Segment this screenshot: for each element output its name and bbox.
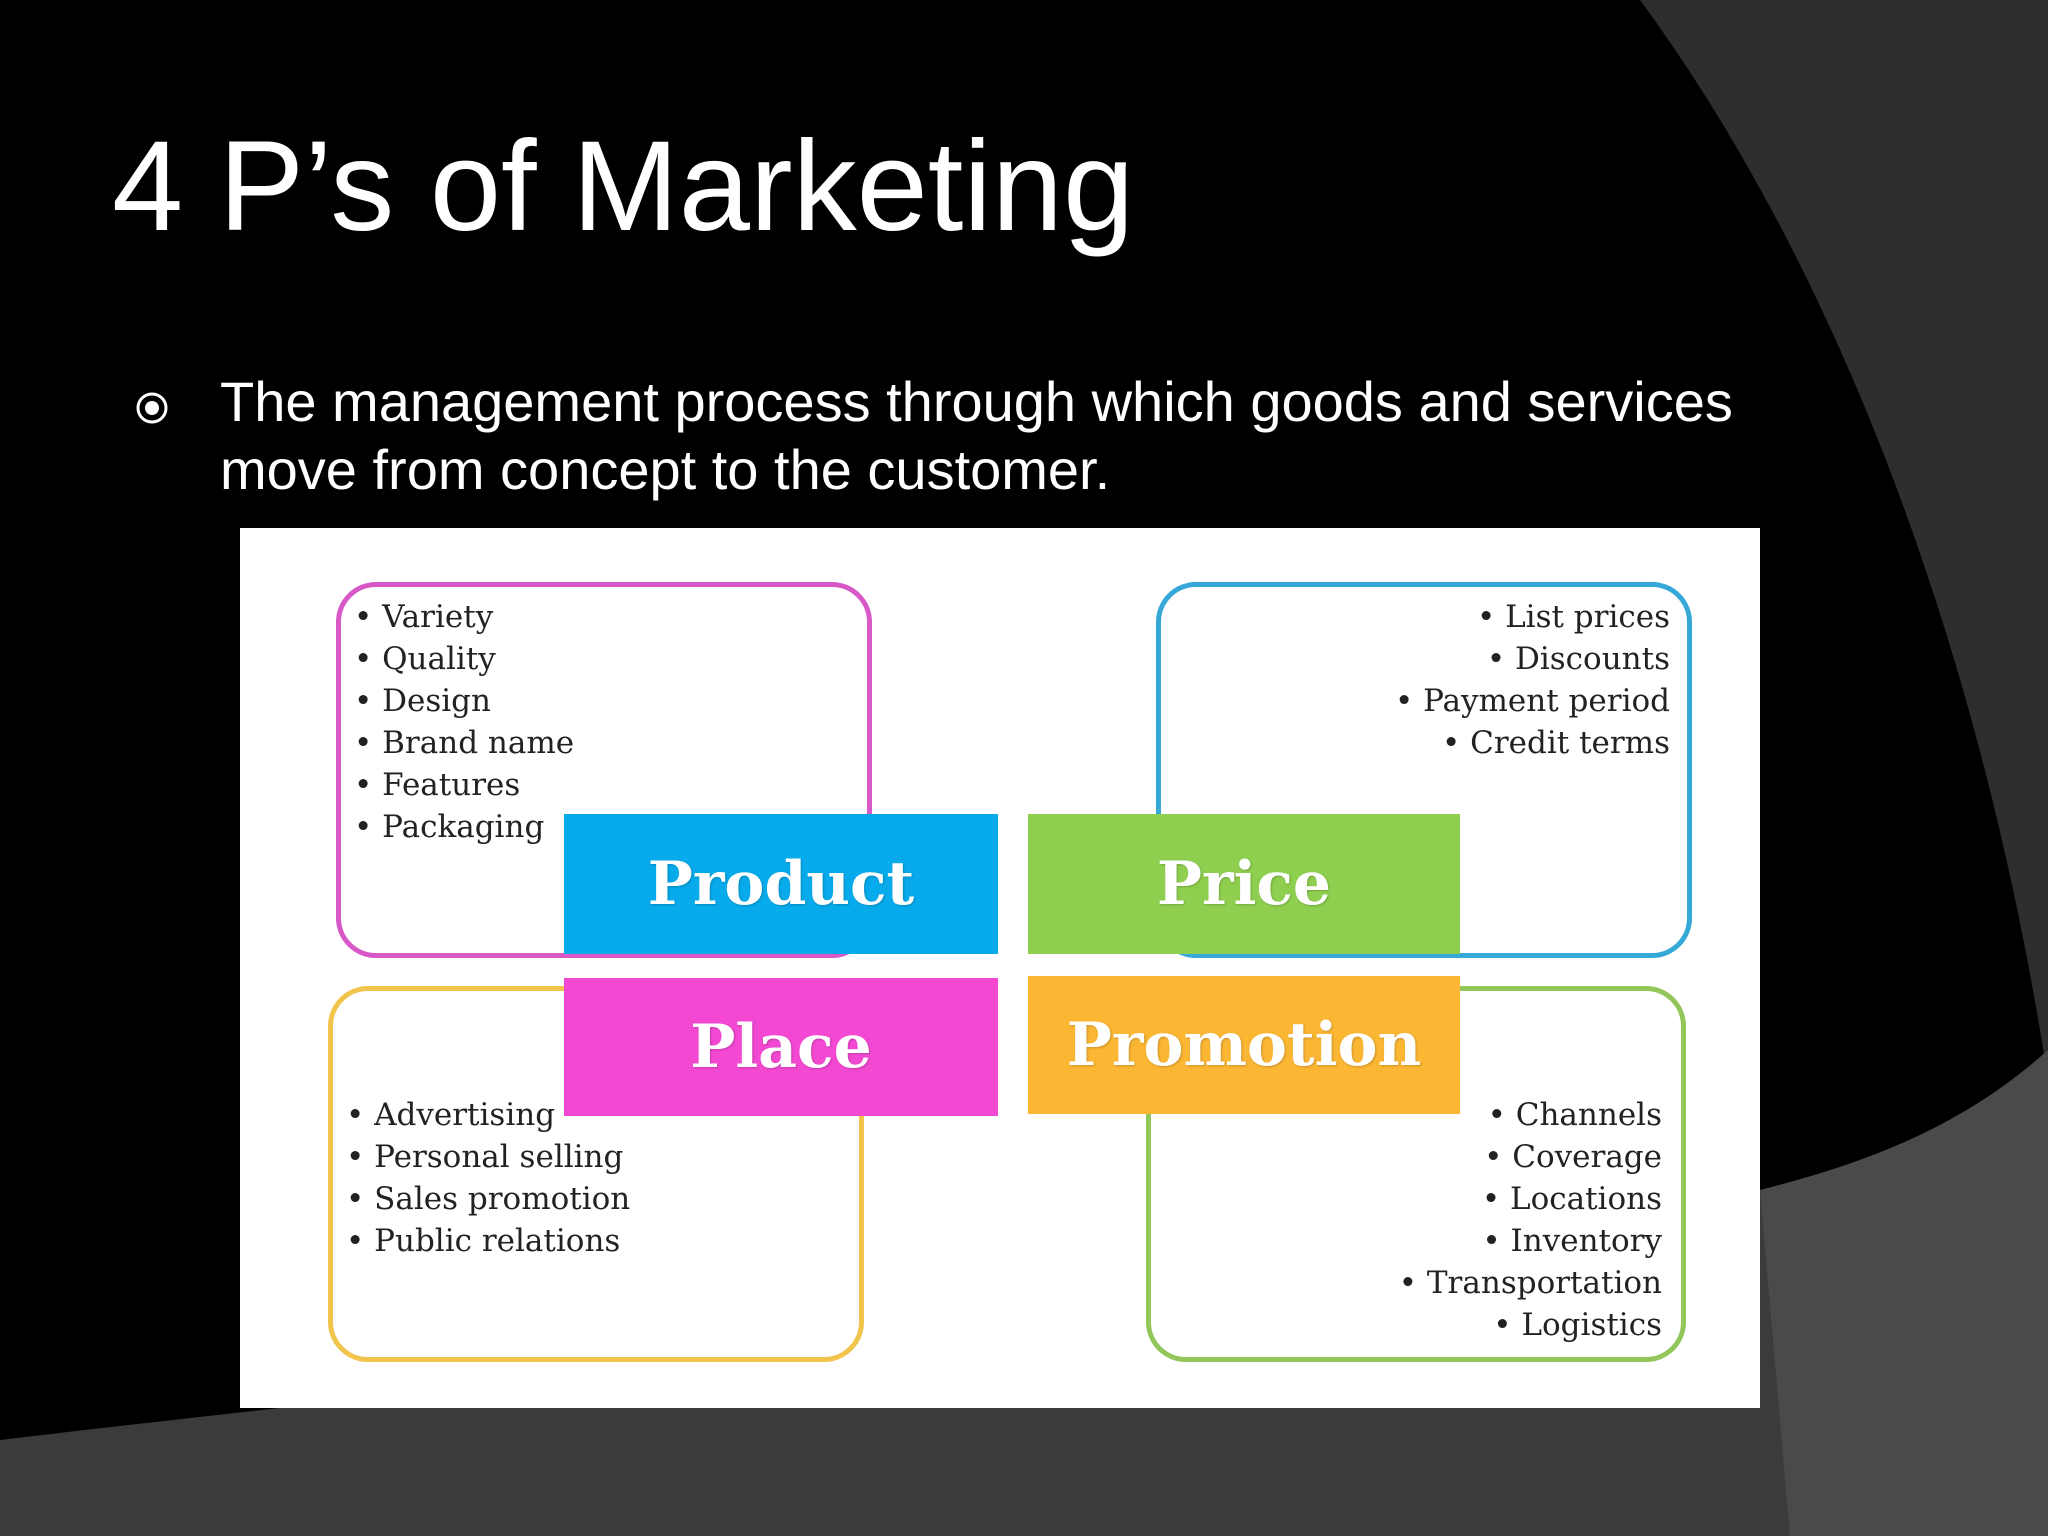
list-item: Personal selling — [346, 1136, 630, 1178]
place-tile: Place — [564, 978, 998, 1116]
list-item: Advertising — [346, 1094, 630, 1136]
list-item: Credit terms — [1395, 722, 1670, 764]
price-tile: Price — [1028, 814, 1460, 954]
place-item-list: ChannelsCoverageLocationsInventoryTransp… — [1399, 1094, 1662, 1346]
list-item: Channels — [1399, 1094, 1662, 1136]
list-item: Inventory — [1399, 1220, 1663, 1262]
list-item: Brand name — [354, 722, 574, 764]
list-item: Design — [354, 680, 574, 722]
list-item: Discounts — [1395, 638, 1670, 680]
list-item: Features — [354, 764, 574, 806]
list-item: Locations — [1399, 1178, 1662, 1220]
bullet-item: The management process through which goo… — [134, 368, 1834, 504]
circle-bullet-icon — [136, 392, 168, 424]
background-swoosh-corner — [1760, 1050, 2048, 1536]
product-tile: Product — [564, 814, 998, 954]
promotion-item-list: AdvertisingPersonal sellingSales promoti… — [346, 1094, 630, 1262]
list-item: Variety — [354, 596, 574, 638]
price-frame — [1156, 582, 1692, 958]
background-swoosh-bottom — [0, 1080, 2048, 1536]
product-item-list: VarietyQualityDesignBrand nameFeaturesPa… — [354, 596, 574, 848]
four-ps-diagram: VarietyQualityDesignBrand nameFeaturesPa… — [240, 528, 1760, 1408]
list-item: Packaging — [354, 806, 574, 848]
product-frame — [336, 582, 872, 958]
list-item: Logistics — [1399, 1304, 1662, 1346]
bullet-text: The management process through which goo… — [220, 370, 1733, 501]
background-swoosh-right — [1640, 0, 2048, 1080]
list-item: Sales promotion — [346, 1178, 630, 1220]
list-item: Transportation — [1399, 1262, 1662, 1304]
list-item: Quality — [354, 638, 574, 680]
list-item: Payment period — [1395, 680, 1670, 722]
list-item: Public relations — [346, 1220, 630, 1262]
price-item-list: List pricesDiscountsPayment periodCredit… — [1395, 596, 1670, 764]
promotion-tile: Promotion — [1028, 976, 1460, 1114]
list-item: Coverage — [1399, 1136, 1662, 1178]
slide-title: 4 P’s of Marketing — [112, 115, 1135, 258]
list-item: List prices — [1395, 596, 1670, 638]
